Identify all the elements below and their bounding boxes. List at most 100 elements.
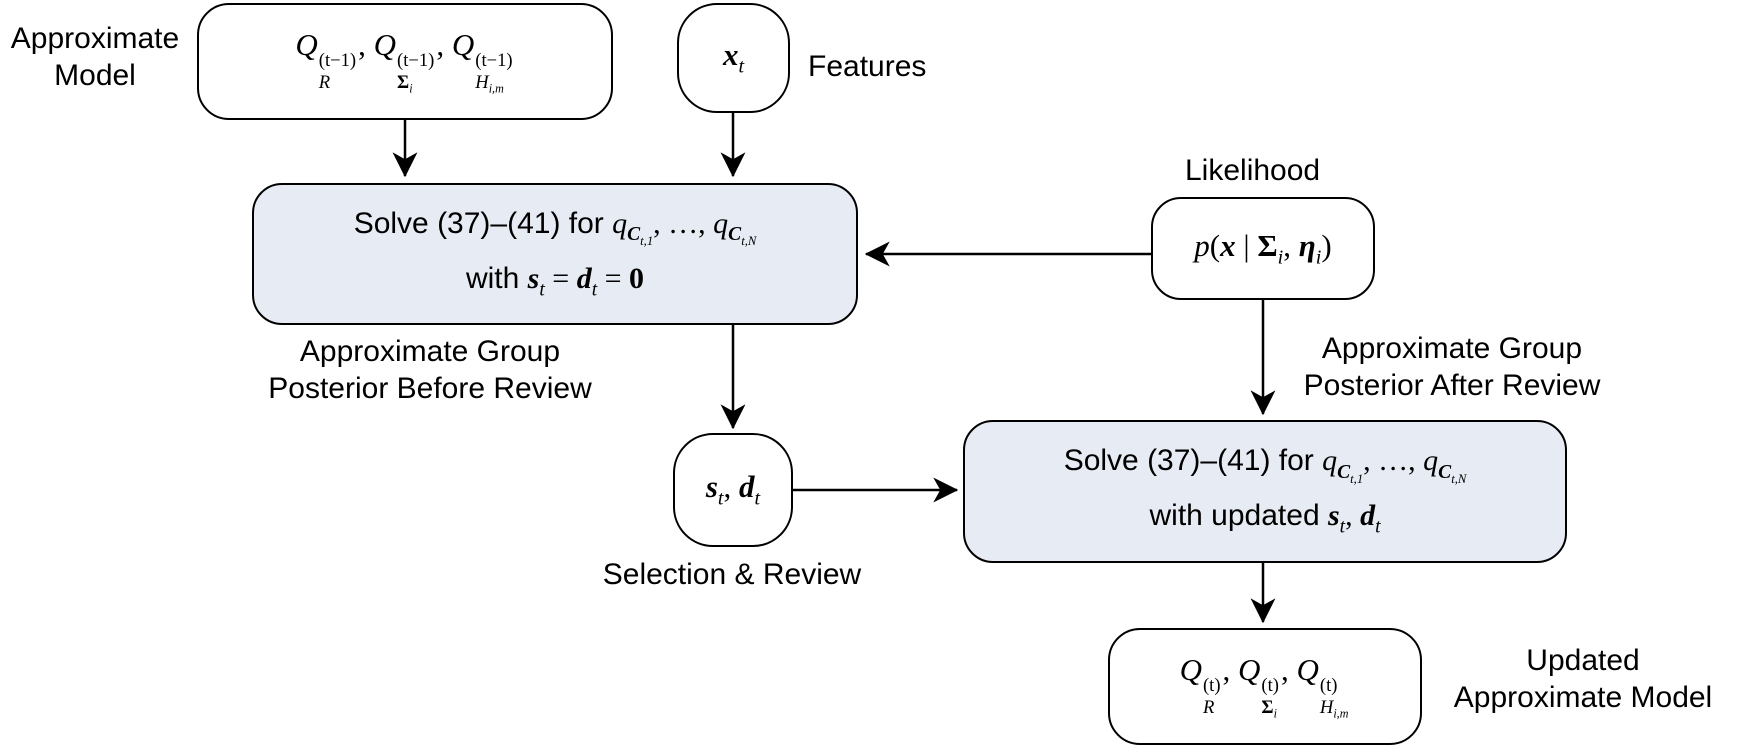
math-token: , bbox=[1222, 651, 1239, 687]
math-superscript: (t) bbox=[1261, 675, 1279, 697]
math-token: t bbox=[1375, 517, 1380, 538]
math-token: t bbox=[539, 279, 544, 300]
math-token: Σ bbox=[1261, 696, 1274, 718]
math-token: Q bbox=[1179, 651, 1202, 687]
math-token: Ct,1 bbox=[627, 224, 653, 248]
math-token: t bbox=[738, 55, 745, 78]
math-token: , bbox=[1283, 227, 1299, 263]
math-token: Q bbox=[295, 26, 318, 62]
math-token: s bbox=[527, 261, 540, 295]
math-token: , …, bbox=[1363, 444, 1424, 478]
math-token: t,1 bbox=[1350, 471, 1363, 485]
label-updated-approximate-model: Updated Approximate Model bbox=[1453, 644, 1713, 714]
math-token: , …, bbox=[653, 206, 714, 240]
math-token: t bbox=[1340, 517, 1345, 538]
math-token: Ct,1 bbox=[1337, 462, 1363, 486]
math-token: ( bbox=[1209, 227, 1221, 263]
math-token: 0 bbox=[629, 261, 645, 295]
label-features: Features bbox=[808, 50, 927, 83]
math-token: d bbox=[739, 469, 755, 505]
math-token: t,1 bbox=[640, 234, 653, 248]
math-subscript-row: R bbox=[319, 72, 330, 93]
math-token: i bbox=[409, 81, 413, 96]
math-token: s bbox=[1327, 499, 1340, 533]
math-token: d bbox=[1360, 499, 1376, 533]
math-token: t bbox=[717, 487, 724, 510]
label-posterior-before-review: Approximate Group Posterior Before Revie… bbox=[268, 335, 592, 405]
node-approximate-model-prev: Q(t−1)R, Q(t−1)Σi, Q(t−1)Hi,m bbox=[197, 3, 613, 120]
math-superscript: (t) bbox=[1202, 675, 1221, 697]
math-token: d bbox=[576, 261, 592, 295]
formula-with-zero: with st = dt = 0 bbox=[466, 262, 644, 301]
math-token: x bbox=[722, 37, 739, 73]
formula-likelihood: p(x | Σi, ηi) bbox=[1194, 228, 1331, 270]
formula-solve-line-2: Solve (37)–(41) for qCt,1, …, qCt,N bbox=[1064, 444, 1467, 486]
math-token: t bbox=[1375, 516, 1381, 538]
formula-selection-review: st, dt bbox=[706, 469, 760, 511]
math-token: t bbox=[591, 279, 598, 301]
math-token: | bbox=[1235, 227, 1258, 263]
math-token: q bbox=[1322, 444, 1338, 478]
math-superscript: (t) bbox=[1319, 675, 1338, 697]
math-token: i bbox=[1277, 246, 1284, 269]
formula-model-new: Q(t)R, Q(t)Σi, Q(t)Hi,m bbox=[1180, 652, 1351, 721]
math-token: Q bbox=[451, 26, 475, 62]
math-token: i bbox=[409, 81, 412, 95]
math-subscript-row: Hi,m bbox=[475, 72, 504, 97]
math-token: i,m bbox=[1333, 706, 1348, 720]
math-token: i bbox=[1316, 246, 1322, 268]
math-token: t,1 bbox=[1350, 471, 1364, 486]
math-token: ) bbox=[1321, 227, 1332, 263]
math-token: t,1 bbox=[640, 233, 654, 248]
math-token: (t)Σi bbox=[1261, 675, 1279, 721]
math-token: i bbox=[1274, 706, 1277, 720]
math-token: , bbox=[1280, 651, 1297, 687]
math-superscript: (t−1) bbox=[397, 50, 435, 72]
math-token: t bbox=[738, 56, 744, 78]
math-token: Ct,N bbox=[728, 224, 757, 248]
math-token: Q bbox=[1296, 651, 1319, 687]
math-token: t bbox=[718, 488, 724, 510]
math-token: x bbox=[1220, 227, 1236, 263]
node-solve-before-review: Solve (37)–(41) for qCt,1, …, qCt,N with… bbox=[252, 183, 858, 325]
math-token: Σ bbox=[397, 71, 410, 93]
math-token: , bbox=[1345, 499, 1361, 533]
math-token: Σ bbox=[1257, 227, 1278, 263]
math-subscript-row: Hi,m bbox=[1320, 697, 1349, 722]
math-token: η bbox=[1298, 227, 1316, 263]
math-token: t bbox=[755, 488, 761, 510]
formula-with-updated: with updated st, dt bbox=[1150, 499, 1381, 538]
formula-features: xt bbox=[723, 37, 744, 79]
math-superscript: (t−1) bbox=[475, 50, 513, 72]
math-token: i bbox=[1278, 246, 1284, 268]
label-likelihood: Likelihood bbox=[1185, 154, 1321, 187]
math-superscript: (t−1) bbox=[318, 50, 357, 72]
math-token: i,m bbox=[489, 81, 504, 95]
math-token: t,N bbox=[741, 233, 757, 248]
math-token: , bbox=[358, 26, 374, 62]
math-token: t bbox=[592, 279, 597, 300]
math-token: q bbox=[713, 206, 729, 240]
math-token: i bbox=[1273, 706, 1277, 721]
math-subscript-row: Σi bbox=[1261, 697, 1277, 722]
math-token: R bbox=[1202, 696, 1215, 718]
math-token: = bbox=[597, 261, 630, 295]
math-token: t bbox=[754, 487, 761, 510]
math-subscript-row: Σi bbox=[397, 72, 413, 97]
math-token: t bbox=[1339, 516, 1346, 538]
math-token: (t−1)Hi,m bbox=[475, 50, 512, 96]
math-subscript-row: R bbox=[1203, 697, 1214, 718]
math-token: p bbox=[1194, 227, 1210, 263]
math-token: (t)Hi,m bbox=[1320, 675, 1349, 721]
math-token: with bbox=[465, 261, 528, 295]
math-token: Solve (37)–(41) for bbox=[1063, 444, 1323, 478]
math-token: i,m bbox=[488, 81, 504, 96]
node-updated-model: Q(t)R, Q(t)Σi, Q(t)Hi,m bbox=[1108, 628, 1422, 745]
math-token: t,N bbox=[1451, 471, 1466, 485]
formula-model-prev: Q(t−1)R, Q(t−1)Σi, Q(t−1)Hi,m bbox=[295, 27, 514, 96]
math-token: C bbox=[627, 224, 641, 246]
math-token: H bbox=[475, 71, 489, 93]
math-token: = bbox=[544, 261, 577, 295]
math-token: (t−1)R bbox=[319, 50, 356, 93]
math-token: Solve (37)–(41) for bbox=[353, 206, 613, 240]
